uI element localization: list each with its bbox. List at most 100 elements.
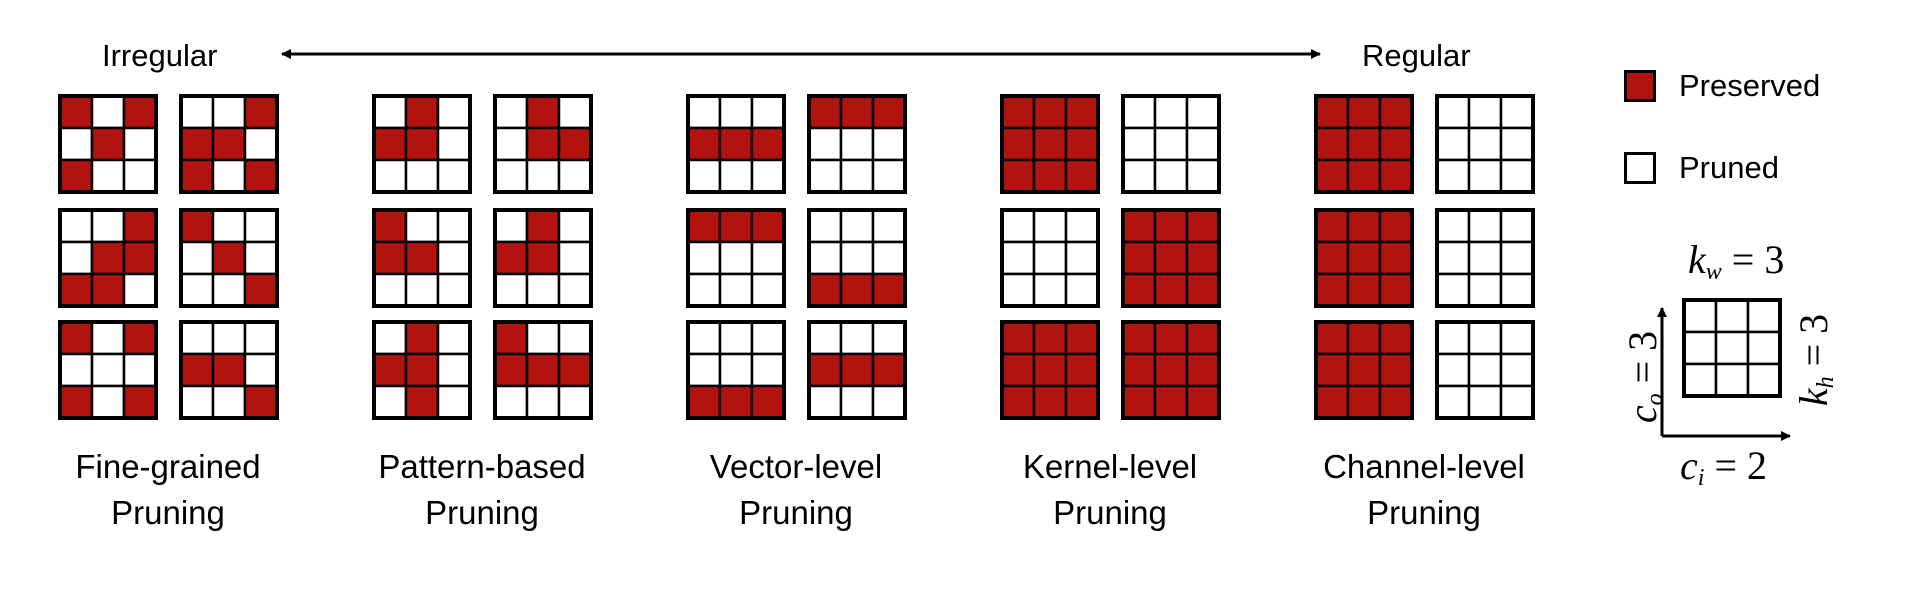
pruned-cell — [122, 352, 158, 388]
pruned-cell — [1746, 330, 1782, 366]
pruned-cell — [1032, 208, 1068, 244]
grid-outline — [1121, 94, 1221, 194]
pruned-cell — [1499, 240, 1535, 276]
preserved-cell — [179, 126, 215, 162]
grid-outline — [179, 320, 279, 420]
pruned-cell — [871, 320, 907, 356]
preserved-cell — [557, 352, 593, 388]
kh-label: kh = 3 — [1791, 313, 1839, 407]
pruned-cell — [1121, 94, 1157, 130]
pruned-cell — [1714, 330, 1750, 366]
regular-label: Regular — [1362, 38, 1471, 73]
pruned-cell — [211, 384, 247, 420]
pruned-cell — [1499, 158, 1535, 194]
kernel-grid-c4-4 — [1314, 320, 1414, 420]
preserved-cell — [1000, 94, 1036, 130]
preserved-cell — [122, 240, 158, 276]
pruned-cell — [436, 384, 472, 420]
pruned-cell — [1467, 94, 1503, 130]
pruned-cell — [211, 208, 247, 244]
preserved-cell — [493, 320, 529, 356]
pruned-cell — [718, 320, 754, 356]
column-label-line1: Fine-grained — [75, 448, 261, 485]
preserved-cell — [525, 352, 561, 388]
preserved-cell — [1064, 94, 1100, 130]
preserved-cell — [58, 158, 94, 194]
pruned-cell — [436, 240, 472, 276]
pruned-cell — [686, 158, 722, 194]
preserved-cell — [871, 94, 907, 130]
preserved-cell — [1378, 384, 1414, 420]
preserved-cell — [211, 126, 247, 162]
grid-outline — [58, 94, 158, 194]
example-kernel-grid — [1682, 298, 1782, 398]
pruned-cell — [122, 126, 158, 162]
pruned-cell — [372, 384, 408, 420]
grid-outline — [807, 320, 907, 420]
pruned-cell — [1746, 362, 1782, 398]
preserved-cell — [1378, 240, 1414, 276]
preserved-cell — [1032, 126, 1068, 162]
grid-outline — [1435, 208, 1535, 308]
kw-label: kw = 3 — [1688, 237, 1785, 285]
kernel-grid-c4-0 — [1314, 94, 1414, 194]
pruned-cell — [90, 384, 126, 420]
preserved-cell — [750, 208, 786, 244]
pruned-cell — [1121, 158, 1157, 194]
grid-outline — [1000, 320, 1100, 420]
preserved-cell — [90, 272, 126, 308]
preserved-cell — [372, 352, 408, 388]
preserved-cell — [1121, 384, 1157, 420]
pruned-cell — [686, 320, 722, 356]
preserved-cell — [90, 126, 126, 162]
pruned-cell — [1499, 208, 1535, 244]
pruned-cell — [1185, 94, 1221, 130]
kernel-grid-c3-5 — [1121, 320, 1221, 420]
preserved-cell — [1314, 126, 1350, 162]
preserved-cell — [1314, 240, 1350, 276]
grid-outline — [179, 94, 279, 194]
preserved-cell — [404, 240, 440, 276]
pruned-cell — [122, 158, 158, 194]
kernel-grid-c0-0 — [58, 94, 158, 194]
preserved-cell — [1153, 272, 1189, 308]
pruned-cell — [1499, 384, 1535, 420]
pruned-cell — [557, 158, 593, 194]
grid-outline — [1435, 94, 1535, 194]
grid-outline — [686, 320, 786, 420]
kernel-grid-c1-1 — [493, 94, 593, 194]
pruned-cell — [750, 240, 786, 276]
preserved-cell — [686, 208, 722, 244]
pruned-cell — [372, 320, 408, 356]
pruned-cell — [243, 126, 279, 162]
pruned-cell — [1499, 352, 1535, 388]
preserved-cell — [807, 352, 843, 388]
pruned-cell — [179, 272, 215, 308]
preserved-cell — [1064, 384, 1100, 420]
kernel-grid-c2-3 — [807, 208, 907, 308]
grid-outline — [1314, 320, 1414, 420]
preserved-cell — [525, 208, 561, 244]
preserved-cell — [1064, 320, 1100, 356]
preserved-cell — [1346, 208, 1382, 244]
preserved-cell — [211, 352, 247, 388]
preserved-cell — [1121, 320, 1157, 356]
preserved-cell — [1314, 94, 1350, 130]
preserved-cell — [1000, 158, 1036, 194]
pruned-cell — [525, 320, 561, 356]
pruned-cell — [90, 352, 126, 388]
pruned-cell — [1000, 272, 1036, 308]
preserved-cell — [122, 320, 158, 356]
preserved-cell — [493, 352, 529, 388]
grid-outline — [686, 94, 786, 194]
pruned-cell — [211, 158, 247, 194]
pruned-cell — [179, 240, 215, 276]
pruned-cell — [436, 272, 472, 308]
preserved-cell — [58, 320, 94, 356]
preserved-cell — [1000, 384, 1036, 420]
pruned-cell — [557, 384, 593, 420]
pruned-cell — [839, 208, 875, 244]
grid-outline — [58, 208, 158, 308]
preserved-cell — [807, 94, 843, 130]
preserved-cell — [525, 240, 561, 276]
